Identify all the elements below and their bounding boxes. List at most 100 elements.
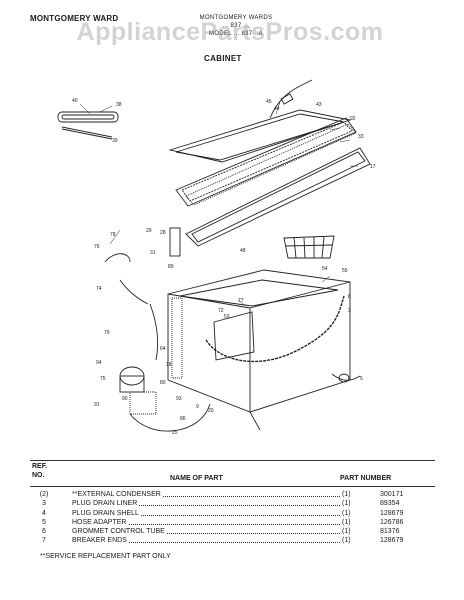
callout: 72 [218,308,224,314]
ref-number: 3 [42,500,46,508]
part-number: 81376 [380,528,400,536]
leader-lines [79,101,358,307]
callout: 74 [96,286,102,292]
part-number: 128679 [380,509,404,517]
ref-column-header: REF. NO. [32,462,47,480]
ref-number: (2) [39,491,49,498]
ref-number: 4 [42,509,46,517]
ref-number: 7 [42,537,46,545]
table-row: 5 HOSE ADAPTER (1) 126786 [30,517,435,528]
number-column-header: PART NUMBER [340,475,392,482]
ref-header-line-1: REF. [32,463,48,470]
callout: 93 [176,396,182,402]
part-quantity: (1) [342,518,351,526]
part-name: PLUG DRAIN LINER [72,499,140,509]
callout: 44 [274,106,280,112]
callout: 28 [160,230,166,236]
leader-dots [72,514,340,516]
callout: 8 [348,294,351,300]
callout: 80 [160,380,166,386]
part-quantity: (1) [342,537,351,545]
thermostat [104,227,181,361]
table-header-rule [30,486,435,487]
part-number: 126786 [380,518,404,526]
model-line-3: MODEL ... 837-..A [209,31,263,37]
callout: 9 [196,404,199,410]
callout: 20 [208,408,214,414]
callout: 45 [266,99,272,105]
callout: 77 [238,298,244,304]
compressor [119,366,211,432]
power-cord [269,79,313,119]
part-quantity: (1) [342,491,351,498]
leader-dots [72,496,340,497]
callout: 18 [166,362,172,368]
part-name: PLUG DRAIN SHELL [72,508,141,518]
callout: 17 [370,164,376,170]
wire-basket [283,235,335,259]
callout-labels: 40 38 39 45 44 43 92 33 17 78 76 29 31 2… [72,98,376,436]
ref-number: 6 [42,528,46,536]
model-line-2: ... 837 ... [222,23,250,29]
leader-dots [72,505,340,507]
table-row: 6 GROMMET CONTROL TUBE (1) 81376 [30,527,435,537]
name-column-header: NAME OF PART [170,475,223,482]
table-row: 7 BREAKER ENDS (1) 128679 [30,536,435,546]
model-header: MONTGOMERY WARDS ... 837 ... MODEL ... 8… [176,14,296,38]
table-top-rule [30,460,435,461]
part-number: 300171 [380,491,404,498]
part-number: 89354 [380,500,400,508]
part-name: GROMMET CONTROL TUBE [72,527,167,537]
callout: 89 [168,264,174,270]
callout: 94 [96,360,102,366]
leader-dots [72,542,340,544]
callout: 33 [358,134,364,140]
brand-header: MONTGOMERY WARD [30,14,119,23]
callout: 55 [342,268,348,274]
model-line-1: MONTGOMERY WARDS [199,15,273,21]
callout: 3 [348,308,351,314]
lid-assembly [168,109,371,247]
exploded-parts-diagram: 40 38 39 45 44 43 92 33 17 78 76 29 31 2… [57,79,376,436]
callout: 54 [322,266,328,272]
part-number: 128679 [380,537,404,545]
callout: 86 [180,416,186,422]
callout: 43 [316,102,322,108]
callout: 53 [224,314,230,320]
callout: 31 [150,250,156,256]
part-name: **EXTERNAL CONDENSER [72,490,163,500]
callout: 40 [72,98,78,104]
callout: 76 [94,244,100,250]
part-quantity: (1) [342,500,351,508]
callout: 38 [116,102,122,108]
callout: 92 [350,116,356,122]
part-name: BREAKER ENDS [72,536,129,546]
callout: 29 [146,228,152,234]
callout: 90 [122,396,128,402]
leader-dots [72,533,340,535]
callout: 78 [110,232,116,238]
section-title: CABINET [204,54,242,63]
drain-hose [331,373,361,383]
ref-header-line-2: NO. [32,472,45,479]
watermark: AppliancePartsPros.com [76,18,384,46]
cabinet-box [167,269,351,431]
callout: 64 [160,346,166,352]
callout: 25 [172,430,178,436]
callout: 79 [104,330,110,336]
table-row: (2) **EXTERNAL CONDENSER (1) 300171 [30,490,435,500]
leader-dots [72,523,340,525]
callout: 48 [240,248,246,254]
part-quantity: (1) [342,509,351,517]
ref-number: 5 [42,518,46,526]
callout: 91 [94,402,100,408]
callout: 5 [360,376,363,382]
part-name: HOSE ADAPTER [72,517,129,528]
parts-list: (2) **EXTERNAL CONDENSER (1) 300171 3 PL… [30,490,435,546]
service-footnote: **SERVICE REPLACEMENT PART ONLY [40,553,171,560]
part-quantity: (1) [342,528,351,536]
callout: 75 [100,376,106,382]
table-row: 4 PLUG DRAIN SHELL (1) 128679 [30,508,435,518]
handle-part [57,111,119,140]
callout: 39 [112,138,118,144]
